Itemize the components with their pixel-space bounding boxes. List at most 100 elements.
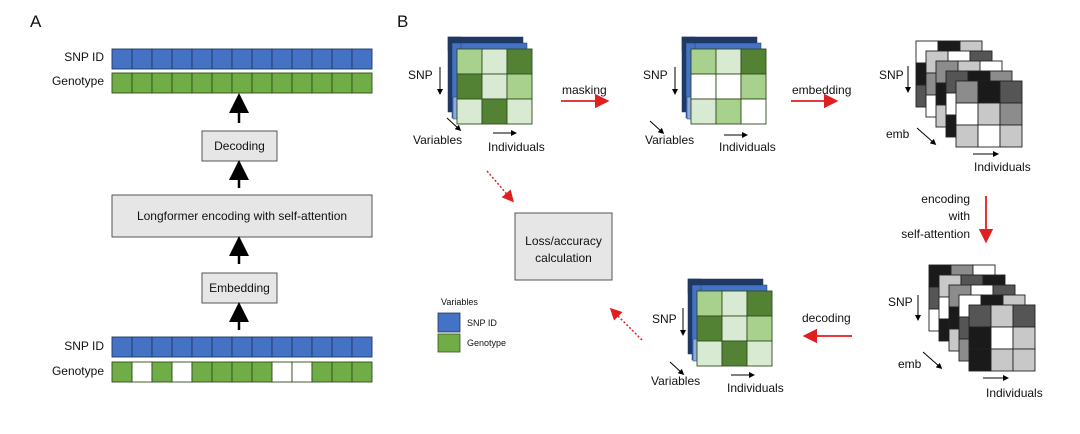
input-matrix <box>447 36 533 125</box>
m3-cell-1-0 <box>696 315 723 342</box>
a-top-snp-cell-0 <box>111 48 133 70</box>
a-top-geno-cell-7 <box>251 72 273 94</box>
panel-a-bottom-snp-label: SNP ID <box>64 339 104 353</box>
s1-layer-4-cell-0-2 <box>999 80 1023 104</box>
a-top-geno-cell-2 <box>151 72 173 94</box>
s2-emb-arrow <box>922 351 943 369</box>
legend-genotype-label: Genotype <box>467 338 506 348</box>
a-top-geno-cell-0 <box>111 72 133 94</box>
s2-layer-4-cell-1-1 <box>990 326 1014 350</box>
m1-cell-0-1 <box>481 48 508 75</box>
a-bot-geno-cell-5 <box>211 361 233 383</box>
masking-label: masking <box>562 83 607 97</box>
a-bot-snp-cell-0 <box>111 336 133 358</box>
a-bot-snp-cell-6 <box>231 336 253 358</box>
m3-cell-1-2 <box>746 315 773 342</box>
a-bot-geno-cell-1 <box>131 361 153 383</box>
m1-variables-label: Variables <box>413 133 462 147</box>
m3-cell-0-2 <box>746 290 773 317</box>
s1-layer-4-cell-2-0 <box>955 124 979 148</box>
embedding-label: embedding <box>792 83 851 97</box>
s1-layer-4-cell-0-0 <box>955 80 979 104</box>
dotted-arrow-to-loss <box>486 170 514 203</box>
a-top-geno-cell-3 <box>171 72 193 94</box>
a-bot-snp-cell-11 <box>331 336 353 358</box>
s2-layer-4-cell-0-0 <box>968 304 992 328</box>
encoding-label-line2: with <box>948 209 970 223</box>
m3-cell-0-1 <box>721 290 748 317</box>
s2-layer-4-cell-1-0 <box>968 326 992 350</box>
a-top-geno-cell-6 <box>231 72 253 94</box>
panel-a-bottom-genotype-row <box>111 361 373 383</box>
embedding-box <box>201 272 278 304</box>
a-top-snp-cell-8 <box>271 48 293 70</box>
a-bot-snp-cell-4 <box>191 336 213 358</box>
s2-layer-4-cell-0-2 <box>1012 304 1036 328</box>
m2-variables-label: Variables <box>645 133 694 147</box>
m3-cell-2-2 <box>746 340 773 367</box>
a-top-geno-cell-12 <box>351 72 373 94</box>
encoding-box <box>111 194 373 238</box>
s1-snp-label: SNP <box>879 68 904 82</box>
dotted-arrow-from-output <box>609 307 643 341</box>
decoding-box-label: Decoding <box>214 139 265 153</box>
embedding-box-label: Embedding <box>209 281 270 295</box>
a-bot-geno-cell-9 <box>291 361 313 383</box>
a-top-snp-cell-3 <box>171 48 193 70</box>
s1-layer-4-cell-1-1 <box>977 102 1001 126</box>
s2-emb-label: emb <box>898 357 922 371</box>
s1-individuals-label: Individuals <box>974 160 1031 174</box>
a-top-snp-cell-7 <box>251 48 273 70</box>
a-top-geno-cell-10 <box>311 72 333 94</box>
m1-cell-2-1 <box>481 98 508 125</box>
panel-a-bottom-snp-row <box>111 336 373 358</box>
a-bot-snp-cell-8 <box>271 336 293 358</box>
s1-layer-4-cell-1-2 <box>999 102 1023 126</box>
panel-b-letter: B <box>397 12 408 31</box>
m3-cell-0-0 <box>696 290 723 317</box>
m2-cell-1-1 <box>715 73 742 100</box>
m1-cell-2-2 <box>506 98 533 125</box>
panel-a-top-genotype-row <box>111 72 373 94</box>
a-bot-snp-cell-5 <box>211 336 233 358</box>
m3-individuals-label: Individuals <box>727 381 784 395</box>
m1-cell-1-1 <box>481 73 508 100</box>
m1-variables-arrow <box>446 117 462 132</box>
m2-cell-1-2 <box>740 73 767 100</box>
a-bot-snp-cell-12 <box>351 336 373 358</box>
m2-cell-0-2 <box>740 48 767 75</box>
embedded-tensor-stack <box>915 40 1023 148</box>
legend-snp-label: SNP ID <box>467 318 497 328</box>
panel-a-top-snp-label: SNP ID <box>64 50 104 64</box>
m3-cell-2-1 <box>721 340 748 367</box>
s1-emb-arrow <box>916 127 937 145</box>
legend-genotype-swatch <box>437 333 461 353</box>
m3-cell-2-0 <box>696 340 723 367</box>
a-top-geno-cell-9 <box>291 72 313 94</box>
a-bot-geno-cell-12 <box>351 361 373 383</box>
s1-emb-label: emb <box>886 127 910 141</box>
panel-a-top-genotype-label: Genotype <box>52 74 104 88</box>
m2-snp-label: SNP <box>643 68 668 82</box>
m2-cell-2-1 <box>715 98 742 125</box>
loss-label-line1: Loss/accuracy <box>525 234 602 248</box>
a-bot-geno-cell-4 <box>191 361 213 383</box>
a-top-snp-cell-1 <box>131 48 153 70</box>
masked-matrix <box>681 36 767 125</box>
a-top-snp-cell-6 <box>231 48 253 70</box>
a-top-geno-cell-8 <box>271 72 293 94</box>
a-top-geno-cell-4 <box>191 72 213 94</box>
a-bot-geno-cell-3 <box>171 361 193 383</box>
s2-layer-4-cell-1-2 <box>1012 326 1036 350</box>
m1-cell-2-0 <box>456 98 483 125</box>
a-bot-geno-cell-7 <box>251 361 273 383</box>
s2-layer-4-cell-2-0 <box>968 348 992 372</box>
encoding-label-line3: self-attention <box>901 227 970 241</box>
a-bot-snp-cell-1 <box>131 336 153 358</box>
a-bot-geno-cell-11 <box>331 361 353 383</box>
s1-layer-4-cell-1-0 <box>955 102 979 126</box>
a-bot-snp-cell-10 <box>311 336 333 358</box>
m3-variables-arrow <box>669 361 685 376</box>
